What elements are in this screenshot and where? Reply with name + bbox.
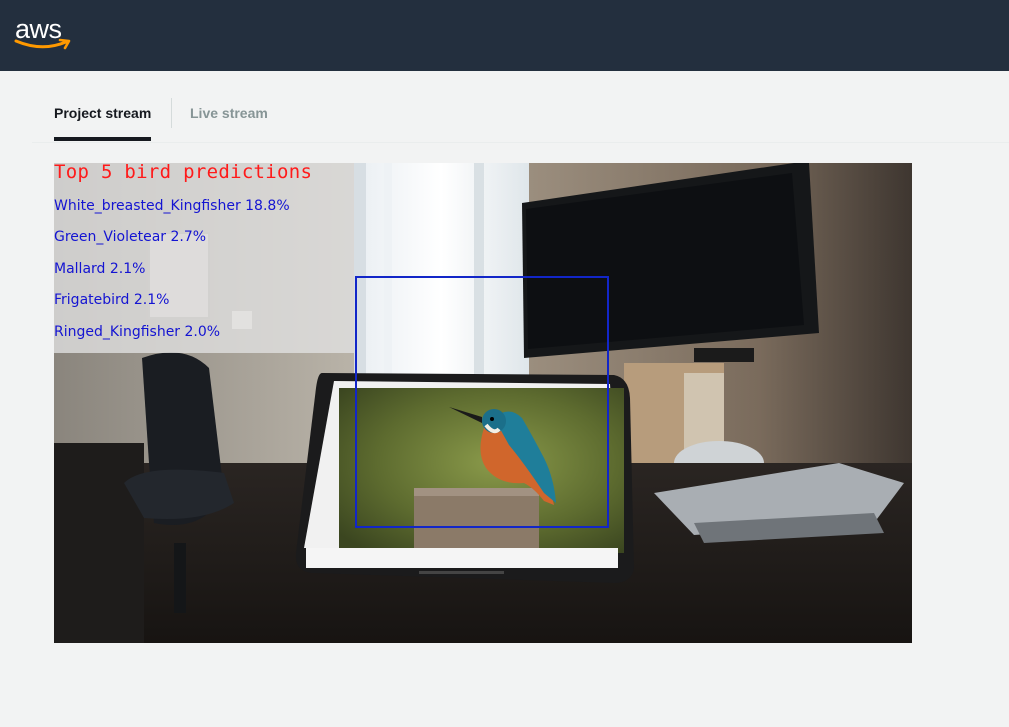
video-stream-frame: Top 5 bird predictions White_breasted_Ki… xyxy=(54,163,912,643)
detection-bounding-box xyxy=(355,276,609,528)
stream-tabs: Project stream Live stream xyxy=(32,94,1009,143)
tab-divider xyxy=(171,98,172,128)
aws-logo-text: aws xyxy=(15,14,62,44)
prediction-item: Frigatebird 2.1% xyxy=(54,292,170,308)
prediction-item: Ringed_Kingfisher 2.0% xyxy=(54,324,221,340)
predictions-title: Top 5 bird predictions xyxy=(54,163,313,183)
prediction-item: Mallard 2.1% xyxy=(54,261,146,277)
active-tab-indicator xyxy=(54,137,152,141)
tab-project-stream-label: Project stream xyxy=(54,105,152,121)
tab-project-stream[interactable]: Project stream xyxy=(54,94,152,142)
top-navigation-bar: aws xyxy=(0,0,1009,71)
aws-smile-icon xyxy=(14,38,71,50)
aws-logo[interactable]: aws xyxy=(14,14,74,54)
prediction-item: White_breasted_Kingfisher 18.8% xyxy=(54,198,290,214)
tab-live-stream-label: Live stream xyxy=(190,105,268,121)
prediction-item: Green_Violetear 2.7% xyxy=(54,229,207,245)
predictions-overlay xyxy=(54,163,354,353)
tab-live-stream[interactable]: Live stream xyxy=(190,94,268,142)
